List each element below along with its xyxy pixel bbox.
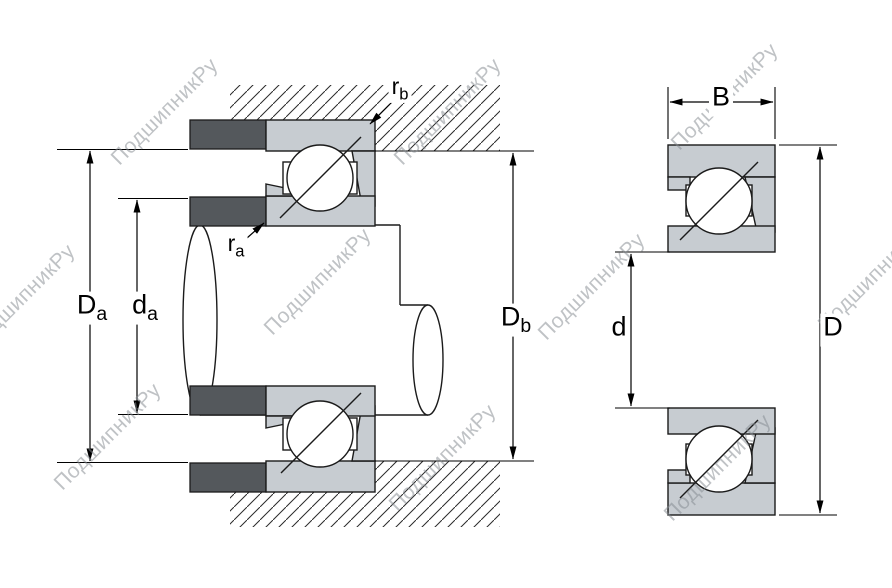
spacer-ring-top-outer xyxy=(189,119,267,150)
spacer-ring-bottom-inner xyxy=(189,385,267,416)
spacer-ring-top-inner xyxy=(189,196,267,227)
label-da: da xyxy=(129,291,161,325)
left-view-mounted-bearing xyxy=(57,85,534,527)
contact-angle-line xyxy=(679,161,759,241)
bearing-section-top xyxy=(265,119,376,227)
bearing-section-bottom xyxy=(667,407,776,516)
label-D: D xyxy=(820,313,846,347)
bearing-section-top xyxy=(667,144,776,253)
leader-ra xyxy=(246,222,265,239)
spacer-ring-bottom-outer xyxy=(189,462,267,493)
outer-ring-lip xyxy=(667,469,691,484)
contact-angle-line xyxy=(279,136,362,219)
contact-angle-line xyxy=(679,419,759,499)
right-view-single-bearing xyxy=(615,87,837,516)
housing-hatch-top xyxy=(230,85,500,151)
contact-angle-line xyxy=(280,392,362,474)
label-ra: ra xyxy=(224,231,248,261)
label-d: d xyxy=(608,313,630,347)
dimension-D xyxy=(779,144,837,516)
outer-ring-lip xyxy=(667,176,691,191)
label-Da: Da xyxy=(73,291,111,325)
shaft-journal-end-face xyxy=(412,304,444,416)
label-B: B xyxy=(708,83,734,117)
bearing-section-bottom xyxy=(265,385,376,493)
housing-hatch-bottom xyxy=(230,461,500,527)
label-rb: rb xyxy=(388,74,412,104)
dimension-d xyxy=(615,251,670,409)
outer-ring xyxy=(667,482,776,516)
label-Db: Db xyxy=(497,303,535,337)
leader-rb xyxy=(369,101,393,125)
